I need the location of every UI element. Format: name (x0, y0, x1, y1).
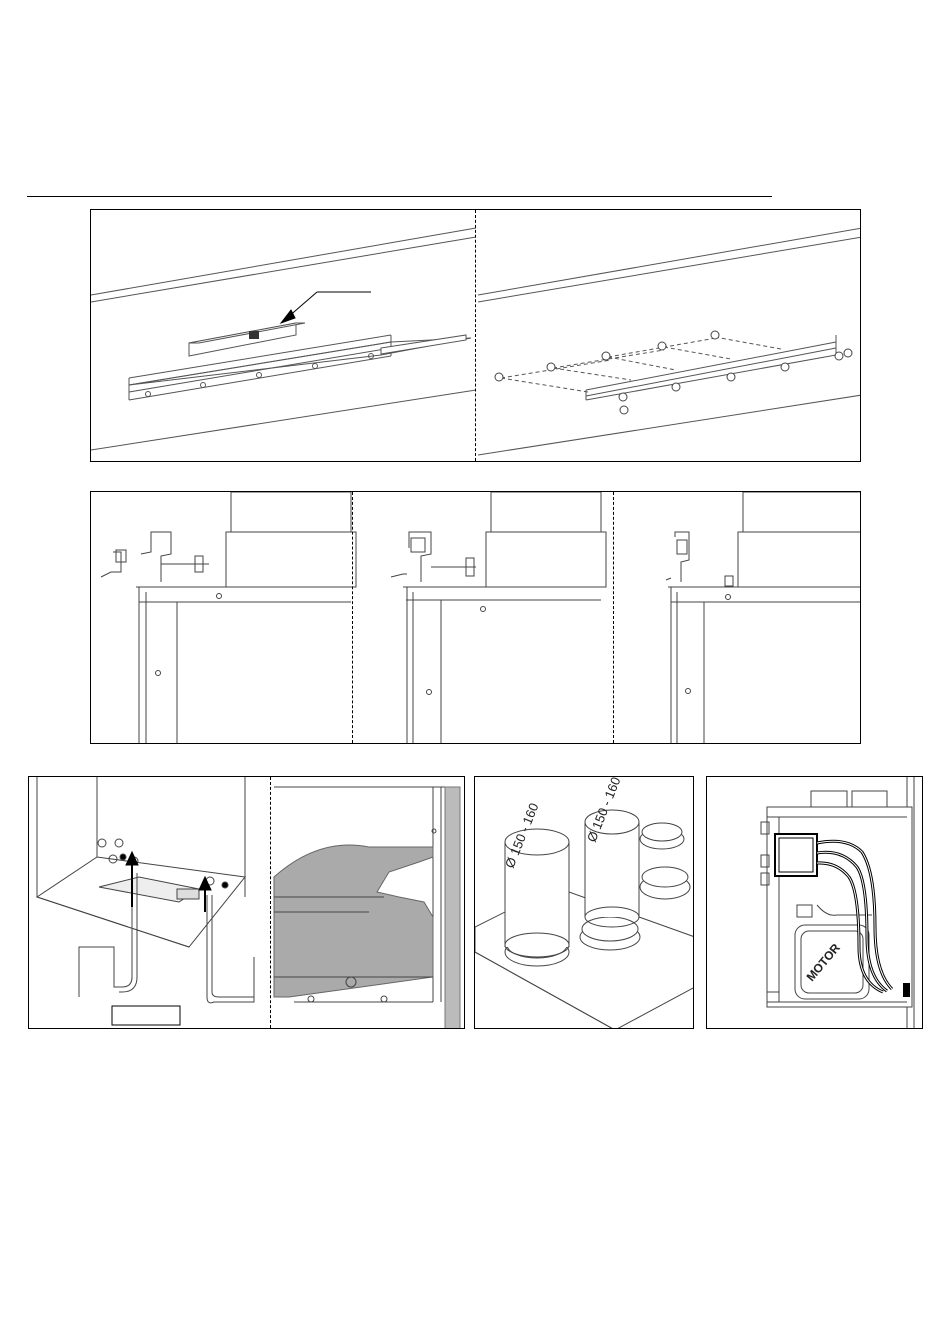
insulation-section (274, 845, 433, 997)
condensate-drain-panel (28, 776, 465, 1029)
mounting-rail-drawing (91, 210, 861, 462)
screw-set (495, 331, 852, 414)
step-b-unit (391, 492, 606, 744)
motor-wiring-drawing: MOTOR (707, 777, 923, 1029)
step-a-unit (101, 492, 356, 744)
hanging-sequence-drawing (91, 492, 861, 744)
duct-connection-panel: Ø 150 - 160 Ø 150 - 160 (474, 776, 694, 1029)
wall-bottom-edge-right (478, 395, 861, 455)
mounting-rail (129, 342, 391, 392)
duct-connection-drawing: Ø 150 - 160 Ø 150 - 160 (475, 777, 694, 1029)
panel-divider-3 (270, 777, 271, 1028)
panel-divider-2 (613, 492, 614, 743)
wall-top-edge-left (91, 228, 476, 295)
section-rule (27, 196, 772, 197)
mounting-rail-panel (90, 209, 861, 462)
panel-divider-1 (352, 492, 353, 743)
wall-top-edge-right (478, 228, 861, 295)
hanging-sequence-panel (90, 491, 861, 744)
block-tape (249, 331, 259, 339)
cable-gland (903, 983, 910, 997)
junction-box (775, 834, 817, 876)
unit-bottom-face (37, 857, 245, 947)
condensate-drain-drawing (29, 777, 465, 1029)
panel-divider (475, 210, 476, 461)
step-c-unit (666, 492, 861, 744)
motor-wiring-panel: MOTOR (706, 776, 923, 1029)
label-box (112, 1006, 180, 1025)
wall-section (445, 787, 460, 1029)
wall-bottom-edge-left (91, 390, 476, 450)
